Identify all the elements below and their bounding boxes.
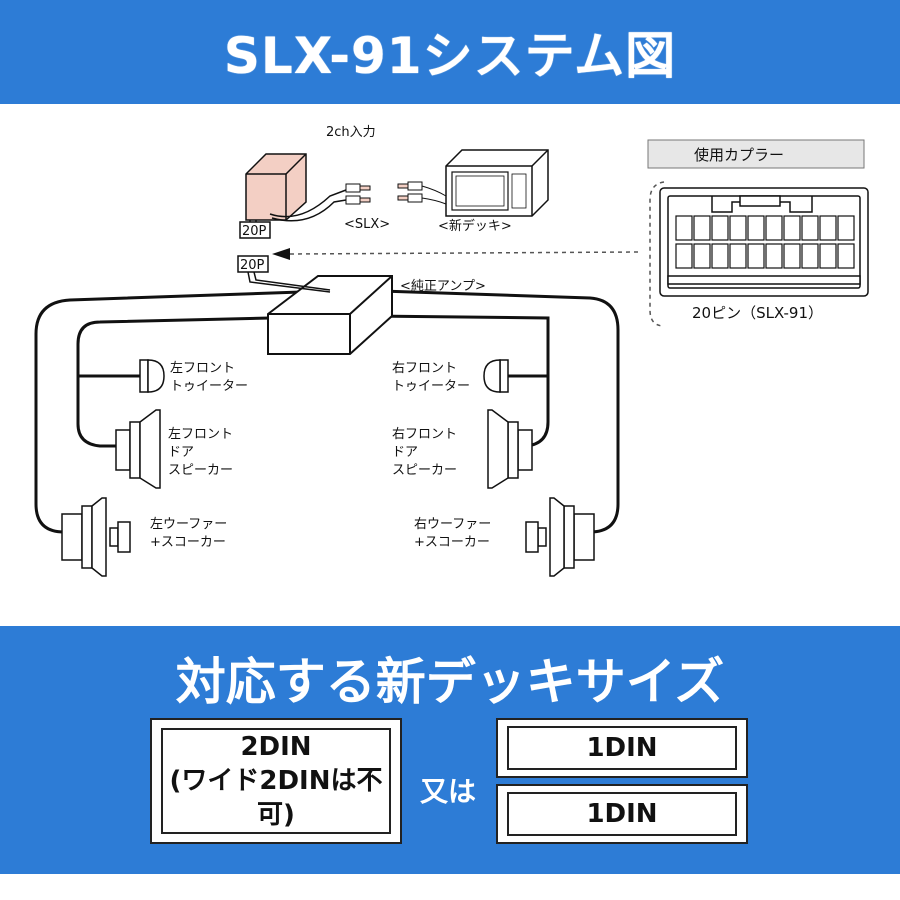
din2-note: (ワイド2DINは不可) [169,766,383,830]
left-tweeter [139,359,165,393]
left-tweeter-label-2: トゥイーター [170,379,248,394]
right-woofer-label-2: +スコーカー [414,535,490,550]
din1-box-bottom: 1DIN [496,784,748,844]
din2-box: 2DIN (ワイド2DINは不可) [150,718,402,844]
right-woofer [525,497,595,577]
din1-top-label: 1DIN [586,733,658,763]
or-label: 又は [419,775,476,808]
din2-label: 2DIN [240,732,312,762]
din2-inner: 2DIN (ワイド2DINは不可) [161,728,391,834]
input-label: 2ch入力 [326,125,376,140]
din1-box-top: 1DIN [496,718,748,778]
coupler-caption: 20ピン（SLX-91） [692,304,823,322]
oem-amp [267,275,393,355]
left-woofer-label-1: 左ウーファー [150,517,227,532]
right-door-label-2: ドア [392,445,418,460]
system-diagram: <純正アンプ> 20P 2ch入力 20P <SLX> [34,125,869,577]
left-door-label-2: ドア [168,445,194,460]
connector-20p-lower [237,255,269,273]
deck-size-title: 対応する新デッキサイズ [175,653,725,711]
din1-bottom-label: 1DIN [586,799,658,829]
right-tweeter [483,359,509,393]
right-door-label-1: 右フロント [392,427,457,442]
callout-arrow-icon [272,248,290,260]
left-tweeter-label-1: 左フロント [170,361,235,376]
page-title: SLX-91システム図 [223,27,677,85]
coupler-title: 使用カプラー [694,146,784,164]
coupler-20pin [659,187,869,297]
left-door-label-1: 左フロント [168,427,233,442]
right-tweeter-label-2: トゥイーター [392,379,470,394]
header-banner: SLX-91システム図 [0,0,900,104]
new-deck [445,149,549,217]
rca-plugs [345,181,447,205]
din1-inner-top: 1DIN [507,726,737,770]
deck-label: <新デッキ> [438,218,512,234]
right-door-speaker [487,409,533,489]
connector-20p-lower-label: 20P [240,258,265,273]
footer-space [0,874,900,900]
speaker-wiring [34,289,620,534]
connector-20p-upper [239,221,271,239]
right-woofer-label-1: 右ウーファー [414,517,491,532]
deck-size-section: 対応する新デッキサイズ 2DIN (ワイド2DINは不可) 又は 1DIN 1D… [0,626,900,874]
left-door-speaker [115,409,161,489]
connector-20p-upper-label: 20P [242,224,267,239]
coupler-callout-line [289,181,665,327]
slx-unit [245,153,307,221]
right-tweeter-label-1: 右フロント [392,361,457,376]
din1-inner-bottom: 1DIN [507,792,737,836]
amp-harness [247,271,331,293]
right-door-label-3: スピーカー [392,463,457,478]
left-woofer [61,497,131,577]
slx-label: <SLX> [344,217,390,232]
coupler-title-box [647,139,865,169]
amp-label: <純正アンプ> [400,279,486,294]
left-woofer-label-2: +スコーカー [150,535,226,550]
left-door-label-3: スピーカー [168,463,233,478]
